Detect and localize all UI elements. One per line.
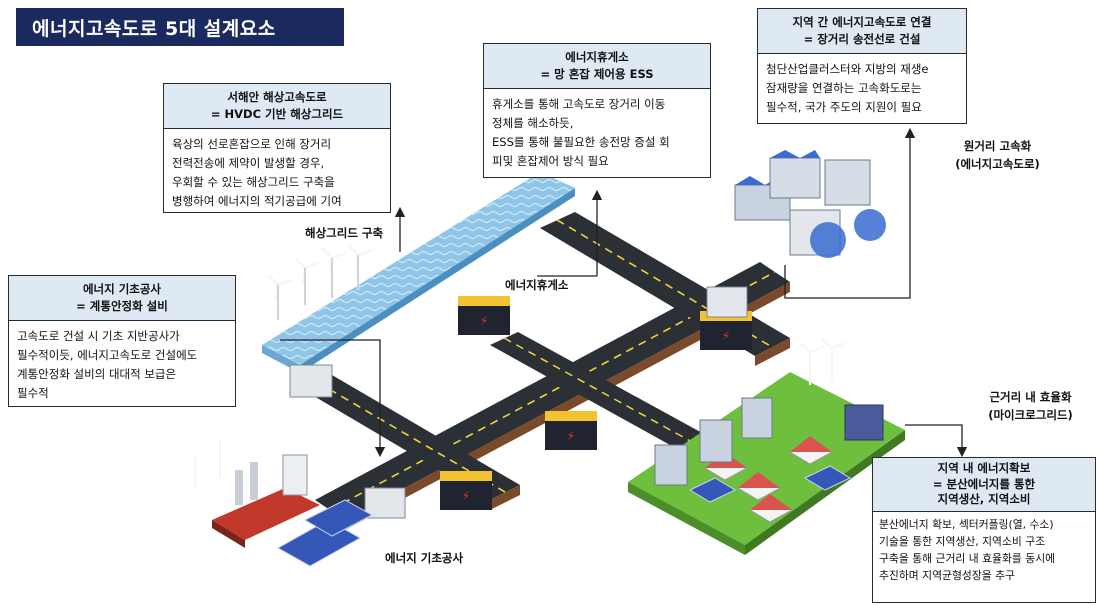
solar-panel-icon xyxy=(688,465,852,503)
cross-highway-lower xyxy=(290,368,520,510)
svg-text:⚡: ⚡ xyxy=(567,429,575,443)
energy-foundation-header: 에너지 기초공사 = 계통안정화 설비 xyxy=(9,276,235,321)
energy-rest-area-header-line1: 에너지휴게소 xyxy=(565,50,629,64)
local-energy-body: 분산에너지 확보, 섹터커플링(열, 수소) 기술을 통한 지역생산, 지역소비… xyxy=(879,517,1056,582)
cross-highway-middle xyxy=(490,332,715,455)
energy-rest-area-header-line2: = 망 혼잡 제어용 ESS xyxy=(540,67,654,81)
page-title: 에너지고속도로 5대 설계요소 xyxy=(16,8,344,46)
local-energy-header-line3: 지역생산, 지역소비 xyxy=(937,492,1031,506)
energy-foundation-box: 에너지 기초공사 = 계통안정화 설비 고속도로 건설 시 기초 지반공사가 필… xyxy=(8,275,236,407)
interregional-connection-header-line1: 지역 간 에너지고속도로 연결 xyxy=(792,15,932,29)
battery-ess-icon: ⚡ xyxy=(440,471,492,510)
offshore-grid-header: 서해안 해상고속도로 = HVDC 기반 해상그리드 xyxy=(164,84,390,129)
battery-ess-icon: ⚡ xyxy=(545,411,597,450)
offshore-grid-body: 육상의 선로혼잡으로 인해 장거리 전력전송에 제약이 발생할 경우, 우회할 … xyxy=(172,137,342,208)
energy-rest-area-label: 에너지휴게소 xyxy=(505,278,569,292)
power-plant-icon xyxy=(194,440,320,548)
svg-text:⚡: ⚡ xyxy=(480,314,488,328)
long-distance-label: 원거리 고속화 (에너지고속도로) xyxy=(955,139,1040,171)
connector-arrows xyxy=(280,127,968,458)
interregional-connection-body: 첨단산업클러스터와 지방의 재생e 잠재량을 연결하는 고속화도로는 필수적, … xyxy=(766,62,929,114)
energy-foundation-header-line2: = 계통안정화 설비 xyxy=(76,299,168,313)
wind-turbine-icon xyxy=(799,338,846,385)
offshore-grid-header-line1: 서해안 해상고속도로 xyxy=(227,90,327,104)
svg-text:⚡: ⚡ xyxy=(462,489,470,503)
house-icon xyxy=(703,436,834,523)
interregional-connection-box: 지역 간 에너지고속도로 연결 = 장거리 송전선로 건설 첨단산업클러스터와 … xyxy=(757,8,967,124)
local-energy-header: 지역 내 에너지확보 = 분산에너지를 통한 지역생산, 지역소비 xyxy=(873,458,1095,512)
offshore-grid-header-line2: = HVDC 기반 해상그리드 xyxy=(210,107,344,121)
near-efficiency-label: 근거리 내 효율화 (마이크로그리드) xyxy=(988,390,1073,422)
battery-ess-icon: ⚡ xyxy=(458,296,510,335)
local-energy-header-line1: 지역 내 에너지확보 xyxy=(937,461,1031,475)
transformer-icon xyxy=(289,286,748,519)
offshore-grid-box: 서해안 해상고속도로 = HVDC 기반 해상그리드 육상의 선로혼잡으로 인해… xyxy=(163,83,391,213)
solar-panel-icon xyxy=(276,499,374,567)
offshore-grid-label: 해상그리드 구축 xyxy=(305,226,384,240)
building-icon xyxy=(654,397,773,486)
energy-rest-area-header: 에너지휴게소 = 망 혼잡 제어용 ESS xyxy=(484,44,710,89)
microgrid-platform xyxy=(628,372,905,555)
energy-foundation-header-line1: 에너지 기초공사 xyxy=(82,282,162,296)
interregional-connection-header: 지역 간 에너지고속도로 연결 = 장거리 송전선로 건설 xyxy=(758,9,966,54)
energy-rest-area-box: 에너지휴게소 = 망 혼잡 제어용 ESS 휴게소를 통해 고속도로 장거리 이… xyxy=(483,43,711,178)
energy-rest-area-body: 휴게소를 통해 고속도로 장거리 이동 정체를 해소하듯, ESS를 통해 불필… xyxy=(492,97,670,168)
interregional-connection-header-line2: = 장거리 송전선로 건설 xyxy=(803,32,921,46)
transformer-icon xyxy=(844,404,884,441)
factory-icon xyxy=(734,150,886,258)
energy-foundation-body: 고속도로 건설 시 기초 지반공사가 필수적이듯, 에너지고속도로 건설에도 계… xyxy=(17,329,198,400)
energy-foundation-label: 에너지 기초공사 xyxy=(385,551,464,565)
local-energy-box: 지역 내 에너지확보 = 분산에너지를 통한 지역생산, 지역소비 분산에너지 … xyxy=(872,457,1096,603)
svg-text:⚡: ⚡ xyxy=(722,329,730,343)
local-energy-header-line2: = 분산에너지를 통한 xyxy=(932,476,1036,491)
